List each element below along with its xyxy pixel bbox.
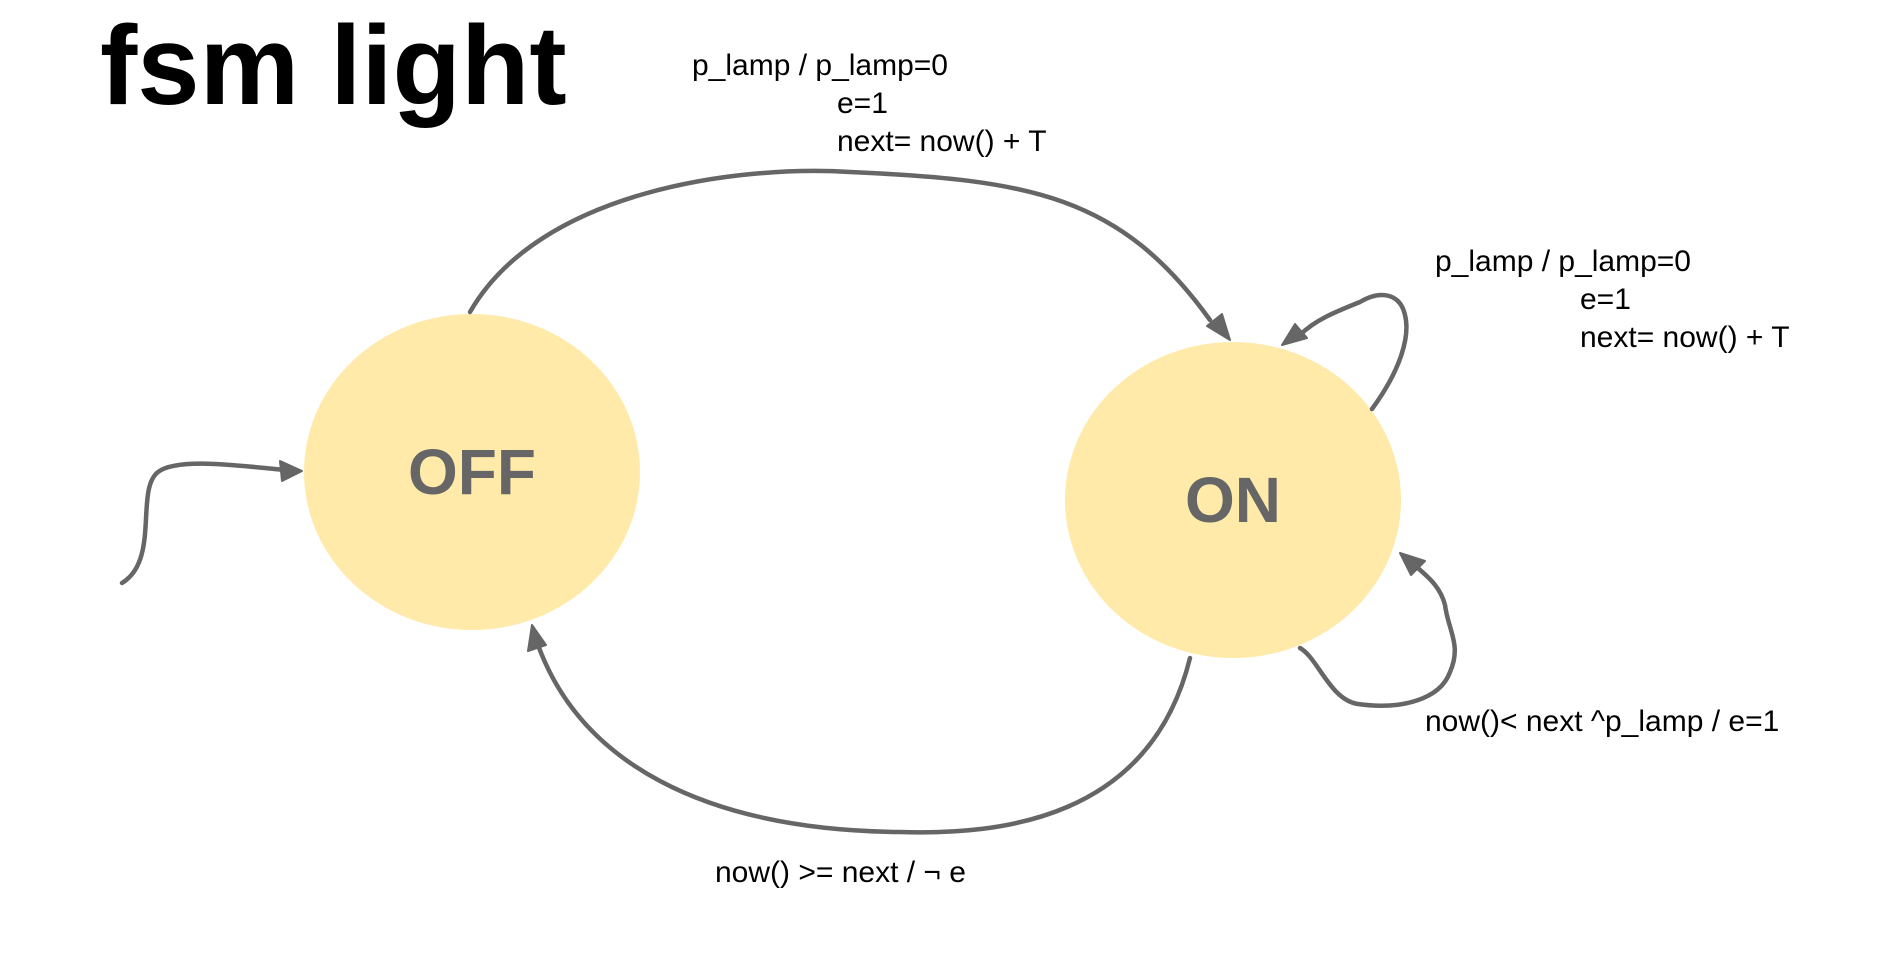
transition-off-to-on-label-line3: next= now() + T — [837, 125, 1047, 158]
diagram-title: fsm light — [100, 3, 567, 128]
initial-transition-arrowhead — [279, 460, 303, 482]
state-on[interactable]: ON — [1065, 342, 1401, 658]
initial-transition-edge — [119, 461, 289, 586]
initial-transition[interactable] — [119, 460, 303, 586]
transition-off-to-on-arrowhead — [1206, 313, 1231, 341]
transition-on-to-off[interactable]: now() >= next / ¬ e — [527, 624, 1193, 889]
transition-on-to-off-label: now() >= next / ¬ e — [715, 856, 966, 889]
transition-on-self-loop-top-label-line1: p_lamp / p_lamp=0 — [1435, 245, 1691, 278]
transition-off-to-on-edge — [467, 168, 1213, 323]
transition-off-to-on-label-line2: e=1 — [837, 87, 888, 120]
state-on-circle — [1065, 342, 1401, 658]
transition-on-self-loop-top[interactable]: p_lamp / p_lamp=0 e=1 next= now() + T — [1281, 245, 1790, 412]
transition-off-to-on[interactable]: p_lamp / p_lamp=0 e=1 next= now() + T — [467, 49, 1231, 341]
state-off-circle — [304, 314, 640, 630]
state-off[interactable]: OFF — [304, 314, 640, 630]
state-off-label: OFF — [408, 436, 536, 508]
transition-off-to-on-label-line1: p_lamp / p_lamp=0 — [692, 49, 948, 82]
transition-on-self-loop-bottom-edge — [1297, 565, 1457, 708]
state-on-label: ON — [1185, 464, 1281, 536]
transition-on-self-loop-top-label-line2: e=1 — [1580, 283, 1631, 316]
transition-on-self-loop-top-edge — [1297, 292, 1409, 412]
transition-on-self-loop-top-label-line3: next= now() + T — [1580, 321, 1790, 354]
transition-on-self-loop-bottom-label: now()< next ^p_lamp / e=1 — [1425, 705, 1779, 738]
transition-on-to-off-arrowhead — [527, 624, 547, 652]
transition-on-self-loop-bottom[interactable]: now()< next ^p_lamp / e=1 — [1297, 552, 1779, 738]
transition-on-self-loop-bottom-arrowhead — [1399, 552, 1426, 576]
transition-on-to-off-edge — [535, 642, 1193, 835]
transition-on-self-loop-top-arrowhead — [1281, 323, 1308, 346]
